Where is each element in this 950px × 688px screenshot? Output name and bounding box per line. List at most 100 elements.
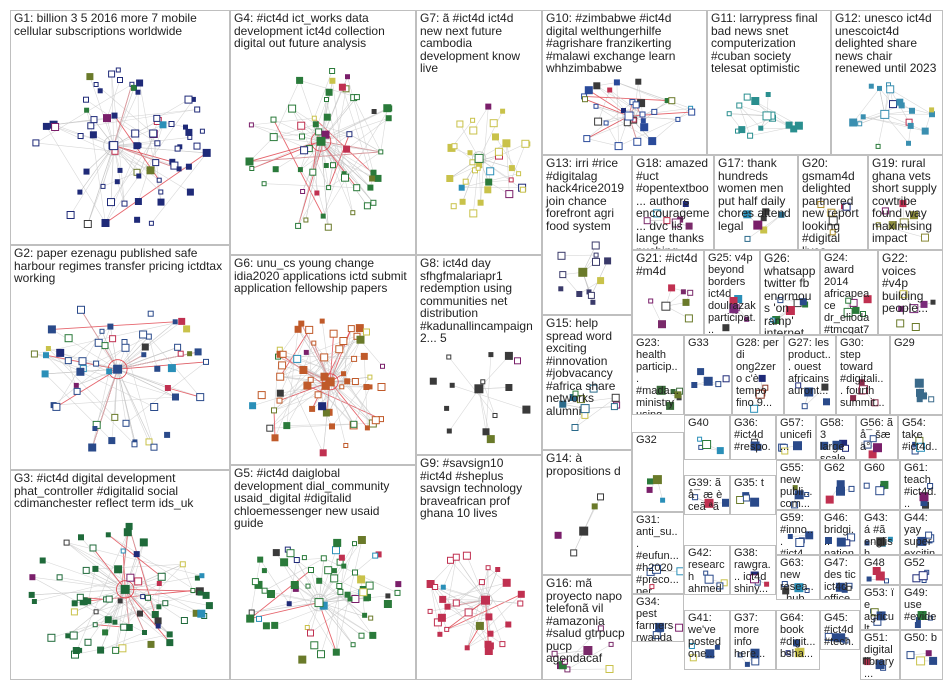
graph-node: [51, 123, 60, 131]
graph-node: [351, 355, 358, 362]
graph-node: [450, 203, 457, 210]
graph-edge: [90, 109, 198, 127]
graph-node: [139, 538, 148, 547]
graph-node: [297, 121, 306, 130]
graph-node: [875, 660, 885, 670]
group-graph-g3: [28, 522, 213, 659]
graph-node: [295, 222, 302, 229]
graph-edge: [729, 113, 768, 117]
graph-edge: [113, 145, 207, 154]
graph-edge: [114, 369, 118, 418]
graph-edge: [318, 589, 364, 603]
graph-edge: [739, 105, 751, 136]
group-graph-g8: [429, 351, 531, 444]
graph-edge: [182, 564, 194, 591]
group-panel-g36: G36: #ict4d #respo... #digital...: [730, 415, 776, 460]
graph-node: [394, 589, 401, 596]
graph-edge: [113, 145, 180, 170]
graph-node: [56, 348, 65, 357]
graph-edge: [449, 388, 480, 432]
graph-edge: [884, 114, 909, 144]
graph-edge: [300, 141, 322, 170]
graph-node: [821, 383, 829, 391]
graph-edge: [884, 114, 926, 132]
graph-edge: [616, 82, 691, 109]
hub-loop: [103, 135, 125, 157]
graph-edge: [274, 592, 362, 626]
graph-edge: [318, 591, 364, 603]
graph-node: [591, 503, 598, 510]
graph-node: [847, 533, 856, 542]
graph-edge: [488, 179, 512, 183]
graph-edge: [273, 348, 340, 411]
graph-node: [781, 447, 789, 455]
graph-node: [47, 633, 56, 642]
graph-edge: [616, 82, 692, 113]
graph-edge: [276, 552, 337, 653]
group-panel-g41: G41: we've posted one...: [684, 610, 730, 670]
graph-edge: [478, 388, 487, 432]
graph-node: [249, 166, 255, 171]
graph-node: [858, 379, 865, 386]
graph-node: [29, 574, 36, 581]
graph-edge: [325, 385, 327, 414]
graph-node: [492, 413, 498, 418]
group-panel-g7: G7: ã #ict4d ict4d new next future cambo…: [416, 10, 542, 255]
graph-edge: [114, 589, 126, 623]
graph-node: [111, 413, 119, 421]
graph-node: [31, 599, 37, 604]
graph-node: [84, 107, 90, 113]
graph-node: [489, 119, 498, 128]
graph-node: [363, 595, 370, 602]
graph-node: [447, 556, 454, 564]
graph-edge: [310, 569, 320, 603]
graph-edge: [478, 158, 512, 181]
graph-node: [42, 122, 50, 130]
graph-node: [914, 622, 921, 628]
graph-edge: [291, 108, 322, 142]
graph-node: [624, 111, 634, 121]
graph-node: [311, 115, 317, 121]
graph-node: [889, 100, 897, 109]
graph-node: [314, 598, 324, 608]
graph-edge: [117, 181, 125, 204]
graph-node: [30, 350, 38, 358]
group-label-g44: G44: yay super exciting...: [904, 512, 936, 555]
graph-node: [147, 640, 155, 648]
graph-node: [697, 368, 705, 376]
group-label-g15: G15: help spread word exciting #innovati…: [546, 316, 616, 418]
graph-node: [692, 494, 699, 501]
graph-node: [492, 133, 499, 141]
graph-node: [516, 171, 522, 177]
graph-node: [877, 85, 882, 91]
graph-node: [845, 297, 852, 304]
graph-node: [308, 567, 314, 573]
graph-node: [916, 388, 924, 397]
graph-edge: [451, 147, 480, 159]
group-graph-g58: [820, 439, 849, 452]
group-label-g12: G12: unesco ict4d unescoict4d delighted …: [835, 11, 937, 75]
graph-node: [517, 590, 525, 598]
graph-node: [120, 584, 130, 594]
graph-node: [94, 338, 103, 347]
group-graph-g11: [726, 92, 803, 139]
group-graph-g46: [825, 533, 856, 547]
graph-node: [687, 289, 694, 296]
group-graph-g63: [781, 581, 810, 595]
graph-node: [309, 405, 316, 412]
graph-node: [158, 189, 164, 195]
graph-node: [134, 198, 142, 205]
group-label-g58: G58: 3 large scale...: [820, 417, 852, 460]
group-label-g50: G50: b: [904, 632, 938, 644]
graph-node: [343, 145, 351, 153]
graph-node: [309, 168, 317, 176]
graph-node: [846, 585, 852, 591]
graph-node: [887, 536, 893, 542]
group-panel-g20: G20: gsmam4d delighted partnered new rep…: [798, 155, 868, 250]
group-graph-g19: [875, 200, 929, 242]
graph-node: [114, 179, 120, 185]
graph-node: [505, 621, 512, 628]
graph-node: [312, 121, 319, 128]
group-panel-g34: G34: pest farmers rwanda latest benefit.…: [632, 594, 684, 642]
graph-node: [310, 641, 319, 650]
